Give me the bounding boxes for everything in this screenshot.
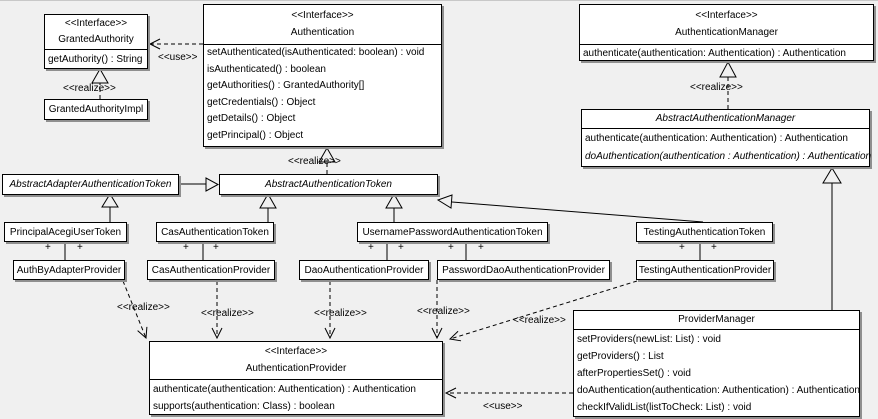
multiplicity-label: + bbox=[679, 242, 685, 253]
realize-label: <<realize>> bbox=[201, 308, 254, 319]
stereotype: <<Interface>> bbox=[264, 346, 328, 358]
class-name: GrantedAuthority bbox=[58, 33, 134, 45]
realize-label: <<realize>> bbox=[690, 82, 743, 93]
method: getDetails() : Object bbox=[207, 113, 296, 124]
multiplicity-label: + bbox=[183, 242, 189, 253]
realize-label: <<realize>> bbox=[117, 302, 170, 313]
multiplicity-label: + bbox=[711, 242, 717, 253]
realize-label: <<realize>> bbox=[288, 156, 341, 167]
class-name: AbstractAdapterAuthenticationToken bbox=[9, 179, 172, 190]
method: doAuthentication(authentication: Authent… bbox=[577, 385, 860, 396]
multiplicity-label: + bbox=[448, 242, 454, 253]
class-testing-authentication-provider[interactable]: TestingAuthenticationProvider bbox=[636, 260, 774, 280]
method: afterPropertiesSet() : void bbox=[577, 368, 691, 379]
method: authenticate(authentication: Authenticat… bbox=[583, 48, 846, 59]
stereotype: <<Interface>> bbox=[695, 10, 758, 21]
method: checkIfValidList(listToCheck: List) : vo… bbox=[577, 402, 752, 413]
class-name: AuthenticationManager bbox=[675, 27, 778, 38]
use-label: <<use>> bbox=[158, 52, 198, 63]
method: setAuthenticated(isAuthenticated: boolea… bbox=[207, 47, 425, 58]
method: authenticate(authentication: Authenticat… bbox=[585, 133, 848, 144]
multiplicity-label: + bbox=[478, 242, 484, 253]
class-name: CasAuthenticationProvider bbox=[151, 264, 271, 276]
method: supports(authentication: Class) : boolea… bbox=[153, 401, 335, 412]
class-authentication-provider[interactable]: <<Interface>> AuthenticationProvider aut… bbox=[149, 341, 443, 415]
class-name: GrantedAuthorityImpl bbox=[48, 104, 144, 115]
multiplicity-label: + bbox=[45, 242, 51, 253]
class-granted-authority-impl[interactable]: GrantedAuthorityImpl bbox=[44, 99, 148, 120]
method: getAuthority() : String bbox=[48, 54, 143, 65]
method: getCredentials() : Object bbox=[207, 96, 316, 108]
class-abstract-authentication-token[interactable]: AbstractAuthenticationToken bbox=[219, 174, 438, 195]
class-name: AbstractAuthenticationToken bbox=[265, 179, 392, 190]
class-name: PrincipalAcegiUserToken bbox=[9, 226, 122, 238]
multiplicity-label: + bbox=[398, 242, 404, 253]
use-label: <<use>> bbox=[483, 401, 523, 412]
class-abstract-adapter-authentication-token[interactable]: AbstractAdapterAuthenticationToken bbox=[2, 174, 179, 195]
multiplicity-label: + bbox=[77, 242, 83, 253]
class-name: PasswordDaoAuthenticationProvider bbox=[442, 264, 605, 276]
class-name: Authentication bbox=[290, 27, 355, 38]
method: getProviders() : List bbox=[577, 351, 664, 362]
class-authentication-manager[interactable]: <<Interface>> AuthenticationManager auth… bbox=[579, 4, 874, 61]
class-name: DaoAuthenticationProvider bbox=[304, 264, 424, 276]
class-cas-authentication-provider[interactable]: CasAuthenticationProvider bbox=[147, 260, 275, 280]
class-password-dao-authentication-provider[interactable]: PasswordDaoAuthenticationProvider bbox=[437, 260, 610, 280]
class-name: TestingAuthenticationProvider bbox=[638, 264, 772, 276]
class-principal-acegi-user-token[interactable]: PrincipalAcegiUserToken bbox=[4, 222, 127, 242]
stereotype: <<Interface>> bbox=[64, 18, 128, 30]
class-username-password-authentication-token[interactable]: UsernamePasswordAuthenticationToken bbox=[357, 222, 548, 242]
class-name: AuthenticationProvider bbox=[245, 362, 347, 374]
multiplicity-label: + bbox=[368, 242, 374, 253]
class-name: ProviderManager bbox=[678, 314, 755, 325]
method: setProviders(newList: List) : void bbox=[577, 334, 721, 345]
method: authenticate(authentication: Authenticat… bbox=[153, 384, 416, 395]
class-name: UsernamePasswordAuthenticationToken bbox=[362, 226, 543, 238]
realize-label: <<realize>> bbox=[63, 83, 116, 94]
method: doAuthentication(authentication : Authen… bbox=[585, 151, 872, 162]
class-dao-authentication-provider[interactable]: DaoAuthenticationProvider bbox=[299, 260, 429, 280]
realize-label: <<realize>> bbox=[417, 306, 470, 317]
class-granted-authority[interactable]: <<Interface>> GrantedAuthority getAuthor… bbox=[44, 14, 148, 69]
method: isAuthenticated() : boolean bbox=[207, 63, 326, 75]
class-name: CasAuthenticationToken bbox=[161, 226, 269, 238]
class-cas-authentication-token[interactable]: CasAuthenticationToken bbox=[156, 222, 274, 242]
class-name: AuthByAdapterProvider bbox=[16, 264, 122, 276]
class-name: AbstractAuthenticationManager bbox=[655, 113, 796, 124]
class-authentication[interactable]: <<Interface>> Authentication setAuthenti… bbox=[203, 4, 442, 147]
class-abstract-authentication-manager[interactable]: AbstractAuthenticationManager authentica… bbox=[581, 109, 872, 167]
multiplicity-label: + bbox=[213, 242, 219, 253]
method: getPrincipal() : Object bbox=[207, 129, 304, 141]
realize-label: <<realize>> bbox=[513, 315, 566, 326]
class-provider-manager[interactable]: ProviderManager setProviders(newList: Li… bbox=[573, 310, 860, 417]
realize-label: <<realize>> bbox=[314, 308, 367, 319]
method: getAuthorities() : GrantedAuthority[] bbox=[207, 80, 365, 91]
class-name: TestingAuthenticationToken bbox=[643, 226, 766, 238]
class-testing-authentication-token[interactable]: TestingAuthenticationToken bbox=[636, 222, 773, 242]
stereotype: <<Interface>> bbox=[291, 10, 354, 21]
class-auth-by-adapter-provider[interactable]: AuthByAdapterProvider bbox=[13, 260, 125, 280]
